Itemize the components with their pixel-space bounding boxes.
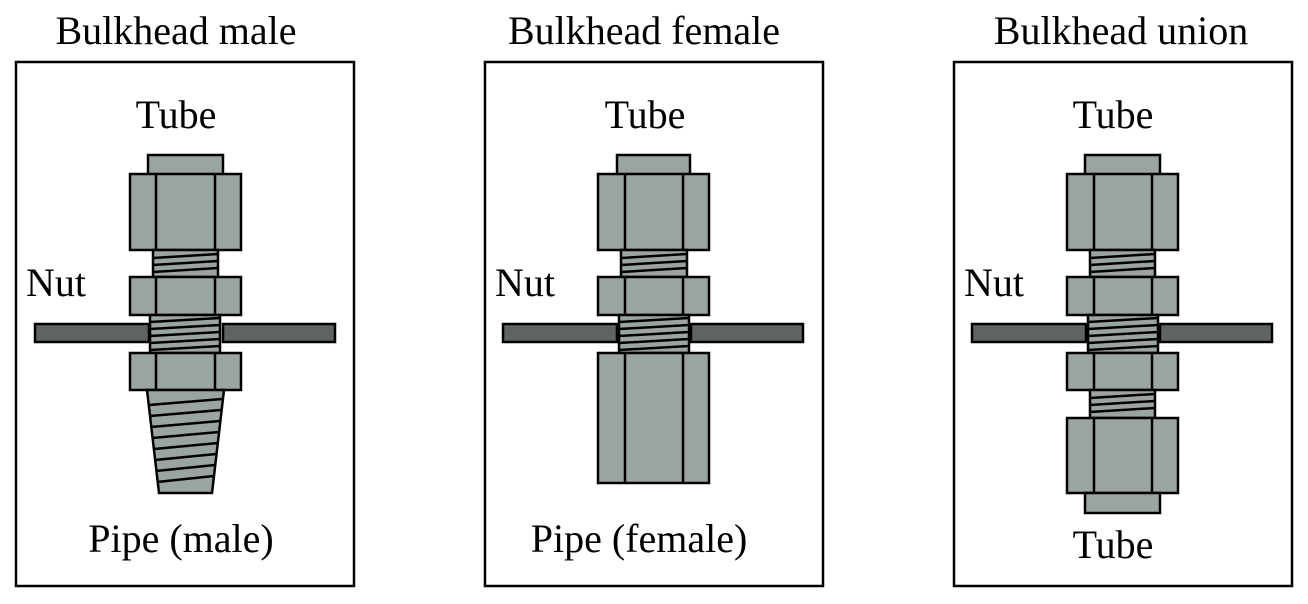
panel-bulkhead-female: Bulkhead female Tube Nut Pipe (female) — [483, 8, 825, 588]
tube-nut — [1065, 172, 1180, 252]
bulkhead-plate — [501, 322, 805, 344]
tube-nut — [596, 172, 711, 252]
nut-label: Nut — [495, 260, 555, 305]
panel-bulkhead-union: Bulkhead union Tube Nut Tube — [952, 8, 1294, 588]
tube-sleeve — [1083, 153, 1162, 177]
lower-tube-nut — [1065, 416, 1180, 495]
tube-label-bottom: Tube — [1073, 522, 1154, 567]
panel-title: Bulkhead male — [55, 8, 296, 53]
bulkhead-nut — [1065, 275, 1180, 317]
lower-tube-sleeve — [1083, 491, 1162, 515]
bulkhead-plate — [970, 322, 1274, 344]
female-pipe-body — [596, 351, 711, 485]
bulkhead-male-fitting — [128, 153, 243, 495]
panel-title: Bulkhead female — [508, 8, 780, 53]
panel-title: Bulkhead union — [994, 8, 1248, 53]
tube-sleeve — [615, 153, 692, 177]
bulkhead-nut — [128, 275, 243, 317]
pipe-label: Pipe (female) — [531, 516, 748, 561]
body-hex — [128, 351, 243, 392]
bulkhead-plate — [33, 322, 337, 344]
tube-label: Tube — [605, 92, 686, 137]
nut-label: Nut — [26, 260, 86, 305]
bulkhead-female-fitting — [596, 153, 711, 485]
nut-label: Nut — [964, 260, 1024, 305]
tube-label: Tube — [136, 92, 217, 137]
tube-nut — [128, 172, 243, 252]
tube-label: Tube — [1073, 92, 1154, 137]
pipe-label: Pipe (male) — [88, 516, 274, 561]
bulkhead-union-fitting — [1065, 153, 1180, 515]
tube-sleeve — [146, 153, 225, 177]
body-hex — [1065, 351, 1180, 392]
panel-bulkhead-male: Bulkhead male Tube Nut Pipe (male) — [14, 8, 356, 588]
bulkhead-nut — [596, 275, 711, 317]
